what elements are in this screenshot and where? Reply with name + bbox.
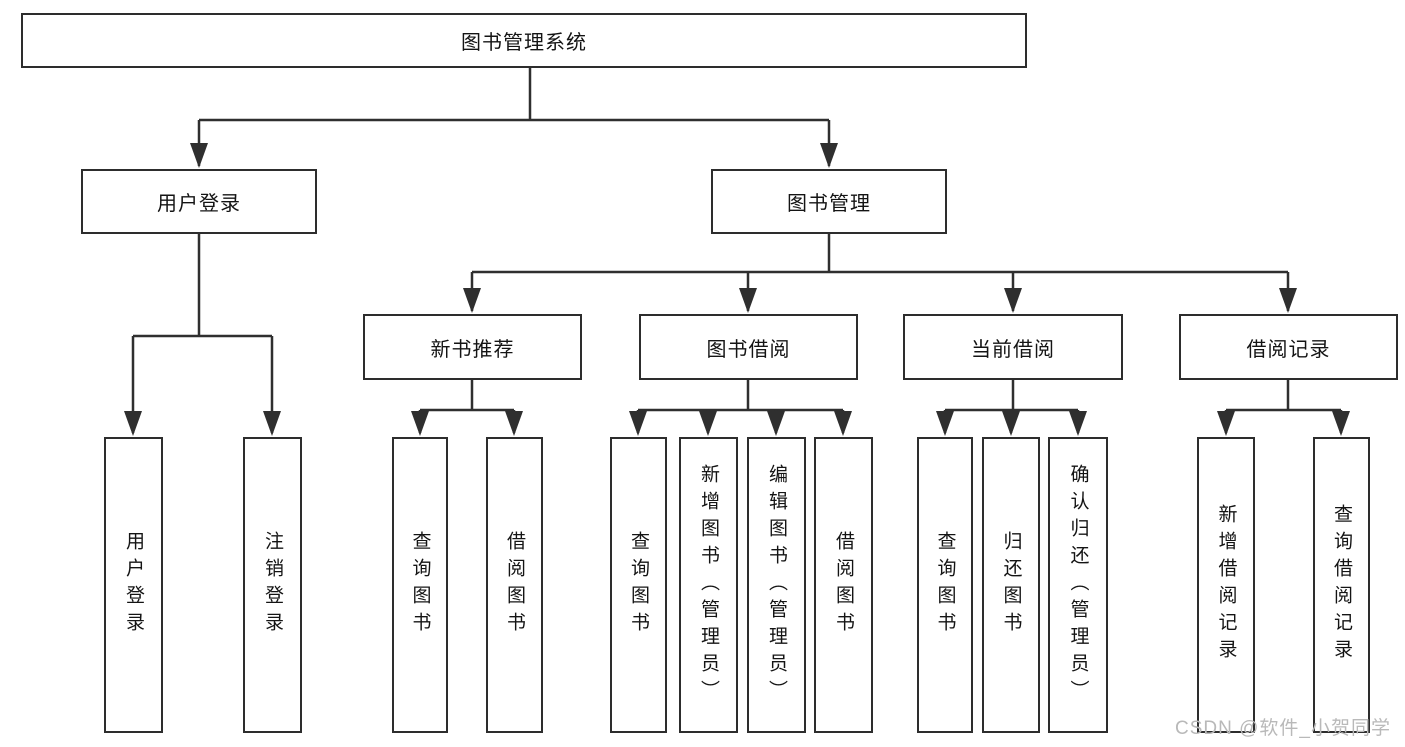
- leaf-user-login-label: 用户登录: [123, 531, 144, 639]
- node-current-borrow-label: 当前借阅: [971, 338, 1055, 361]
- node-root-label: 图书管理系统: [461, 32, 587, 54]
- leaf-newbook-borrow: 借阅图书: [486, 437, 543, 733]
- node-book-borrow: 图书借阅: [639, 314, 858, 380]
- leaf-current-confirm-label: 确认归还（管理员）: [1067, 463, 1089, 707]
- leaf-user-login: 用户登录: [104, 437, 163, 733]
- leaf-record-query-label: 查询借阅记录: [1331, 504, 1352, 666]
- node-book-management-label: 图书管理: [787, 193, 871, 215]
- leaf-record-query: 查询借阅记录: [1313, 437, 1370, 733]
- node-new-book-recommend-label: 新书推荐: [430, 338, 515, 361]
- leaf-current-return-label: 归还图书: [1000, 531, 1022, 639]
- leaf-current-confirm: 确认归还（管理员）: [1048, 437, 1108, 733]
- leaf-record-add-label: 新增借阅记录: [1215, 504, 1237, 666]
- leaf-current-query-label: 查询图书: [934, 531, 956, 639]
- leaf-newbook-borrow-label: 借阅图书: [504, 531, 525, 639]
- leaf-borrow-borrow-label: 借阅图书: [833, 531, 854, 639]
- node-user-login-branch-label: 用户登录: [157, 193, 241, 215]
- node-book-management: 图书管理: [711, 169, 947, 234]
- leaf-borrow-add: 新增图书（管理员）: [679, 437, 738, 733]
- leaf-newbook-query: 查询图书: [392, 437, 448, 733]
- leaf-logout-label: 注销登录: [262, 531, 283, 639]
- leaf-borrow-add-label: 新增图书（管理员）: [698, 463, 719, 707]
- watermark: CSDN @软件_小贺同学: [1175, 718, 1391, 739]
- leaf-borrow-edit-label: 编辑图书（管理员）: [766, 463, 787, 707]
- leaf-borrow-edit: 编辑图书（管理员）: [747, 437, 806, 733]
- leaf-borrow-query: 查询图书: [610, 437, 667, 733]
- leaf-record-add: 新增借阅记录: [1197, 437, 1255, 733]
- leaf-current-query: 查询图书: [917, 437, 973, 733]
- node-book-borrow-label: 图书借阅: [706, 338, 791, 361]
- leaf-borrow-query-label: 查询图书: [628, 531, 649, 639]
- leaf-newbook-query-label: 查询图书: [409, 531, 431, 639]
- node-borrow-record-label: 借阅记录: [1246, 338, 1331, 361]
- node-user-login-branch: 用户登录: [81, 169, 317, 234]
- leaf-current-return: 归还图书: [982, 437, 1040, 733]
- leaf-borrow-borrow: 借阅图书: [814, 437, 873, 733]
- node-current-borrow: 当前借阅: [903, 314, 1123, 380]
- node-borrow-record: 借阅记录: [1179, 314, 1398, 380]
- node-new-book-recommend: 新书推荐: [363, 314, 582, 380]
- leaf-logout: 注销登录: [243, 437, 302, 733]
- node-root: 图书管理系统: [21, 13, 1027, 68]
